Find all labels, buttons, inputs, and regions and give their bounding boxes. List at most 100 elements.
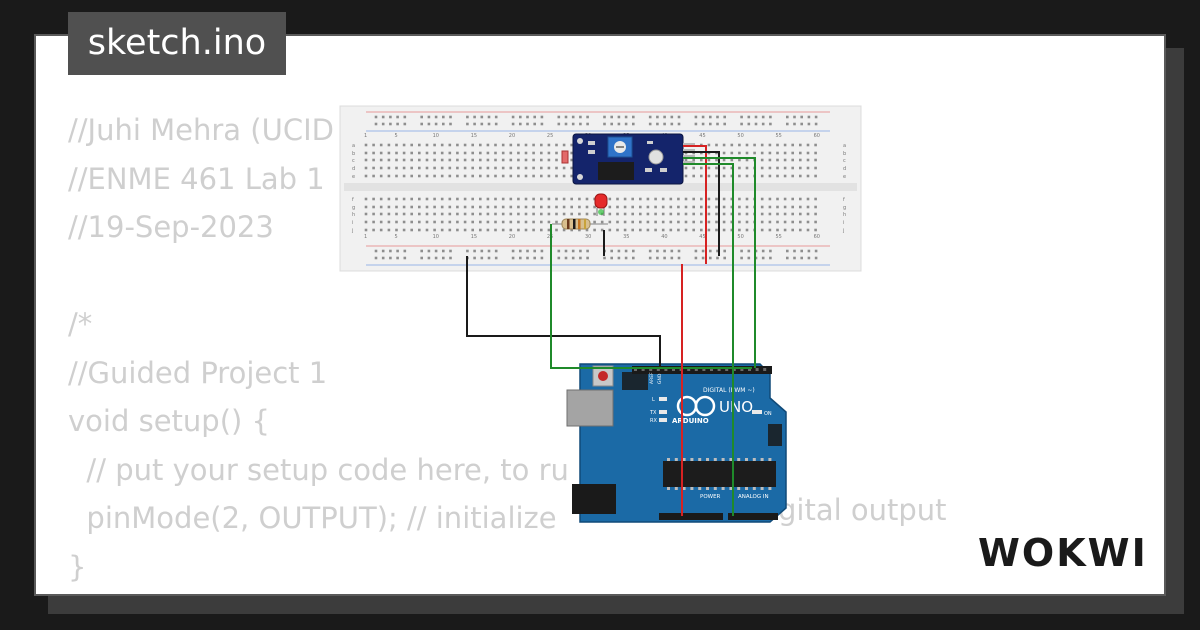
breadboard-hole[interactable]: [707, 174, 711, 178]
breadboard-hole[interactable]: [632, 249, 635, 253]
breadboard-hole[interactable]: [463, 158, 467, 162]
breadboard-hole[interactable]: [372, 228, 375, 232]
breadboard-hole[interactable]: [716, 256, 719, 260]
breadboard-hole[interactable]: [692, 228, 695, 232]
breadboard-hole[interactable]: [420, 122, 423, 126]
breadboard-hole[interactable]: [608, 220, 612, 224]
breadboard-hole[interactable]: [532, 166, 535, 170]
breadboard-hole[interactable]: [494, 212, 497, 216]
breadboard-hole[interactable]: [747, 115, 751, 119]
breadboard-hole[interactable]: [807, 122, 811, 126]
breadboard-hole[interactable]: [509, 197, 513, 201]
breadboard-hole[interactable]: [524, 197, 528, 201]
breadboard-hole[interactable]: [586, 122, 589, 126]
breadboard-hole[interactable]: [799, 205, 802, 209]
breadboard-hole[interactable]: [425, 143, 429, 147]
breadboard-hole[interactable]: [434, 249, 438, 253]
breadboard-hole[interactable]: [456, 220, 459, 224]
breadboard-hole[interactable]: [456, 151, 459, 155]
breadboard-hole[interactable]: [379, 197, 383, 201]
breadboard-hole[interactable]: [807, 115, 811, 119]
breadboard-hole[interactable]: [769, 122, 772, 126]
breadboard-hole[interactable]: [593, 220, 596, 224]
breadboard-hole[interactable]: [610, 249, 613, 253]
breadboard-hole[interactable]: [814, 122, 818, 126]
breadboard-hole[interactable]: [557, 115, 561, 119]
breadboard-hole[interactable]: [656, 115, 659, 119]
breadboard-hole[interactable]: [519, 249, 522, 253]
breadboard-hole[interactable]: [722, 158, 726, 162]
breadboard-hole[interactable]: [730, 212, 734, 216]
breadboard-hole[interactable]: [730, 174, 734, 178]
breadboard-hole[interactable]: [791, 166, 794, 170]
digital-pin[interactable]: [763, 368, 767, 371]
breadboard-hole[interactable]: [722, 166, 726, 170]
breadboard-hole[interactable]: [448, 151, 452, 155]
breadboard-hole[interactable]: [480, 256, 484, 260]
breadboard-hole[interactable]: [806, 158, 810, 162]
breadboard-hole[interactable]: [387, 197, 391, 201]
breadboard-hole[interactable]: [608, 205, 612, 209]
breadboard-hole[interactable]: [730, 151, 734, 155]
breadboard-hole[interactable]: [776, 197, 779, 201]
breadboard-hole[interactable]: [610, 115, 613, 119]
breadboard-hole[interactable]: [479, 151, 482, 155]
breadboard-hole[interactable]: [395, 174, 398, 178]
breadboard-hole[interactable]: [555, 220, 558, 224]
breadboard-hole[interactable]: [723, 122, 726, 126]
breadboard-hole[interactable]: [761, 115, 765, 119]
breadboard-hole[interactable]: [747, 249, 751, 253]
breadboard-hole[interactable]: [760, 220, 764, 224]
breadboard-hole[interactable]: [540, 115, 544, 119]
breadboard-hole[interactable]: [562, 174, 566, 178]
breadboard-hole[interactable]: [656, 122, 659, 126]
breadboard-hole[interactable]: [745, 228, 749, 232]
breadboard-hole[interactable]: [456, 143, 459, 147]
breadboard-hole[interactable]: [570, 151, 573, 155]
breadboard-hole[interactable]: [715, 220, 718, 224]
breadboard-hole[interactable]: [433, 205, 436, 209]
header-pin[interactable]: [683, 149, 695, 152]
breadboard-hole[interactable]: [501, 158, 505, 162]
breadboard-hole[interactable]: [540, 143, 543, 147]
breadboard-hole[interactable]: [547, 158, 551, 162]
breadboard-hole[interactable]: [524, 205, 528, 209]
breadboard-hole[interactable]: [776, 158, 779, 162]
breadboard-hole[interactable]: [623, 212, 627, 216]
breadboard-hole[interactable]: [387, 151, 391, 155]
breadboard-hole[interactable]: [740, 249, 743, 253]
breadboard-hole[interactable]: [418, 158, 421, 162]
breadboard-hole[interactable]: [501, 228, 505, 232]
breadboard-hole[interactable]: [486, 143, 490, 147]
breadboard-hole[interactable]: [532, 205, 535, 209]
breadboard-hole[interactable]: [707, 212, 711, 216]
breadboard-hole[interactable]: [814, 166, 817, 170]
breadboard-hole[interactable]: [427, 256, 431, 260]
breadboard-hole[interactable]: [715, 197, 718, 201]
breadboard-hole[interactable]: [571, 249, 575, 253]
breadboard-hole[interactable]: [661, 197, 665, 201]
wire-black-gnd[interactable]: [466, 256, 661, 368]
breadboard-hole[interactable]: [715, 212, 718, 216]
breadboard-hole[interactable]: [738, 174, 741, 178]
breadboard-hole[interactable]: [524, 228, 528, 232]
breadboard-hole[interactable]: [418, 174, 421, 178]
breadboard-hole[interactable]: [776, 228, 779, 232]
breadboard-hole[interactable]: [387, 212, 391, 216]
breadboard-hole[interactable]: [433, 212, 436, 216]
breadboard-hole[interactable]: [389, 122, 392, 126]
breadboard-hole[interactable]: [427, 249, 431, 253]
breadboard-hole[interactable]: [471, 143, 474, 147]
breadboard-hole[interactable]: [654, 220, 657, 224]
breadboard-hole[interactable]: [511, 249, 515, 253]
digital-pin[interactable]: [687, 368, 691, 371]
breadboard-hole[interactable]: [448, 197, 452, 201]
breadboard-hole[interactable]: [487, 122, 491, 126]
breadboard-hole[interactable]: [402, 151, 406, 155]
breadboard-hole[interactable]: [517, 158, 520, 162]
breadboard-hole[interactable]: [669, 220, 673, 224]
breadboard-hole[interactable]: [389, 256, 392, 260]
breadboard-hole[interactable]: [707, 228, 711, 232]
breadboard-hole[interactable]: [600, 228, 604, 232]
breadboard-hole[interactable]: [669, 228, 673, 232]
